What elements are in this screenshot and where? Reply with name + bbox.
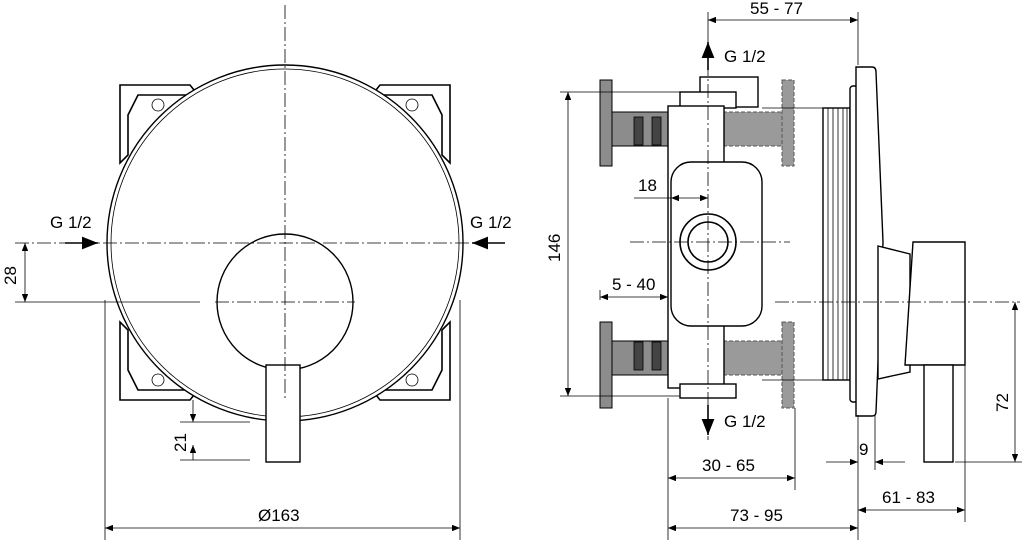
dim-top: 55 - 77 [750, 0, 803, 18]
dim-handle: 61 - 83 [882, 488, 935, 507]
dim-plate: 9 [859, 440, 868, 459]
dim-18: 18 [638, 176, 657, 195]
dim-depth-a: 30 - 65 [702, 456, 755, 475]
dim-lever: 21 [171, 433, 190, 452]
dim-offset: 28 [1, 266, 20, 285]
dim-depth-b: 73 - 95 [730, 506, 783, 525]
handle-side [904, 241, 966, 366]
dim-diameter: Ø163 [258, 506, 300, 525]
dim-wall: 5 - 40 [612, 275, 655, 294]
threaded-sleeve [822, 107, 851, 381]
lever [265, 364, 301, 463]
inlet-left-label: G 1/2 [50, 213, 92, 232]
lever-side [923, 364, 954, 463]
outlet-top-label: G 1/2 [724, 47, 766, 66]
valve-housing [670, 161, 763, 327]
inlet-right-label: G 1/2 [470, 213, 512, 232]
dim-handle-height: 72 [993, 393, 1012, 412]
front-view: G 1/2 G 1/2 28 21 Ø163 [1, 5, 512, 540]
side-view: 55 - 77 G 1/2 G 1/2 18 146 5 - 40 30 - 6… [545, 0, 1022, 540]
mounting-brackets [119, 84, 451, 401]
dim-height: 146 [545, 234, 564, 262]
outlet-bottom-label: G 1/2 [724, 412, 766, 431]
